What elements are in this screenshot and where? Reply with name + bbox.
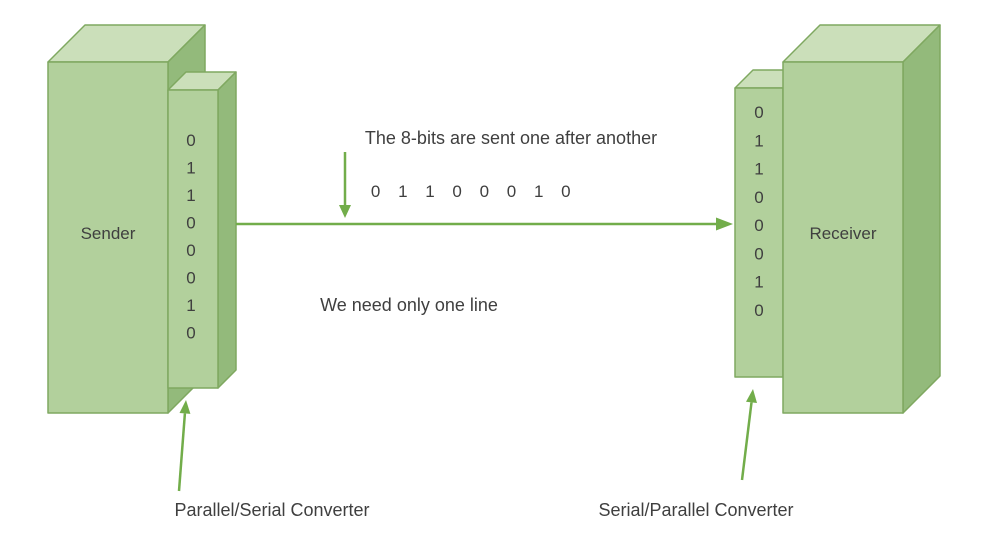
receiver-converter-bits: 0 1 1 0 0 0 1 0 — [754, 103, 763, 320]
bit-value: 0 — [754, 216, 763, 235]
serial-line-arrow — [236, 217, 733, 231]
bit-value: 1 — [186, 296, 195, 315]
bit-value: 0 — [754, 103, 763, 122]
bit-value: 1 — [754, 273, 763, 292]
down-pointer-arrowhead-icon — [339, 205, 351, 218]
bit-value: 0 — [186, 131, 195, 150]
right-converter-arrow-line — [740, 402, 753, 481]
left-converter-label: Parallel/Serial Converter — [174, 500, 369, 520]
sender-converter-side-face — [217, 71, 237, 389]
bit-value: 0 — [186, 214, 195, 233]
receiver-box: Receiver — [782, 24, 941, 414]
bit-value: 1 — [186, 159, 195, 178]
bit-value: 1 — [754, 131, 763, 150]
right-converter-arrowhead-icon — [746, 389, 757, 403]
bit-value: 0 — [754, 188, 763, 207]
receiver-box-side-face — [902, 24, 941, 414]
bit-value: 0 — [186, 269, 195, 288]
top-note: The 8-bits are sent one after another — [365, 128, 657, 148]
bottom-note: We need only one line — [320, 295, 498, 315]
sender-converter-bits: 0 1 1 0 0 0 1 0 — [186, 131, 195, 343]
right-converter-arrow — [740, 389, 757, 481]
bit-value: 1 — [186, 186, 195, 205]
down-pointer-arrow — [339, 152, 351, 218]
serial-bits-text: 0 1 1 0 0 0 1 0 — [371, 182, 577, 201]
sender-box-front-face — [47, 61, 169, 414]
right-converter-label: Serial/Parallel Converter — [598, 500, 793, 520]
left-converter-arrowhead-icon — [179, 400, 191, 414]
bit-value: 0 — [186, 241, 195, 260]
left-converter-arrow — [177, 400, 191, 492]
bit-value: 0 — [186, 324, 195, 343]
bit-value: 0 — [754, 244, 763, 263]
receiver-label: Receiver — [809, 224, 876, 243]
bit-value: 1 — [754, 160, 763, 179]
left-converter-arrow-line — [177, 413, 187, 492]
sender-converter-box: 0 1 1 0 0 0 1 0 — [167, 71, 237, 389]
sender-converter-front-face — [167, 89, 219, 389]
sender-label: Sender — [81, 224, 136, 243]
receiver-box-front-face — [782, 61, 904, 414]
bit-value: 0 — [754, 301, 763, 320]
serial-line-arrowhead-icon — [716, 217, 733, 231]
